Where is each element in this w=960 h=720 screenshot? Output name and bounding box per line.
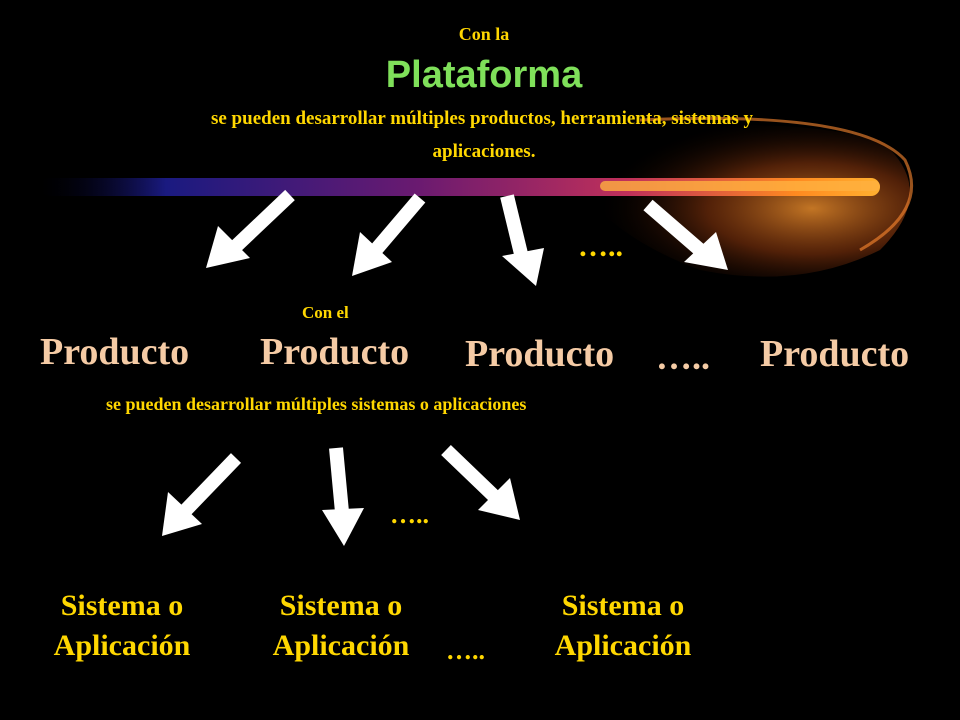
system-line1: Sistema o (561, 589, 685, 622)
arrow-to-product-1 (206, 189, 295, 268)
products-ellipsis: ….. (656, 337, 710, 377)
product-label-2: Producto (260, 331, 410, 373)
system-item-2: Sistema o Aplicación (273, 586, 410, 666)
header-desc-line1: se pueden desarrollar múltiples producto… (210, 108, 754, 129)
system-item-1: Sistema o Aplicación (54, 586, 191, 666)
arrow-to-product-2 (352, 193, 426, 276)
arrow-to-system-2 (322, 447, 364, 546)
system-line2: Aplicación (554, 629, 692, 662)
system-item-3: Sistema o Aplicación (555, 586, 692, 666)
arrow-to-product-4 (643, 199, 728, 270)
arrow-to-system-3 (441, 444, 520, 520)
arrow-to-product-3 (500, 194, 544, 286)
system-line2: Aplicación (272, 629, 410, 662)
header-intro: Con la (458, 24, 510, 44)
product-label-3: Producto (465, 333, 615, 375)
product-label-1: Producto (40, 331, 190, 373)
mid-ellipsis: ….. (390, 500, 429, 529)
platform-title: Plataforma (385, 54, 583, 96)
products-intro: Con el (302, 303, 349, 322)
product-label-4: Producto (760, 333, 910, 375)
arrow-to-system-1 (162, 453, 242, 536)
system-line1: Sistema o (60, 589, 184, 622)
top-ellipsis: ….. (578, 230, 623, 263)
system-line1: Sistema o (279, 589, 403, 622)
systems-ellipsis: ….. (446, 636, 485, 665)
header-desc-line2: aplicaciones. (432, 141, 536, 162)
products-desc: se pueden desarrollar múltiples sistemas… (106, 394, 527, 414)
system-line2: Aplicación (53, 629, 191, 662)
